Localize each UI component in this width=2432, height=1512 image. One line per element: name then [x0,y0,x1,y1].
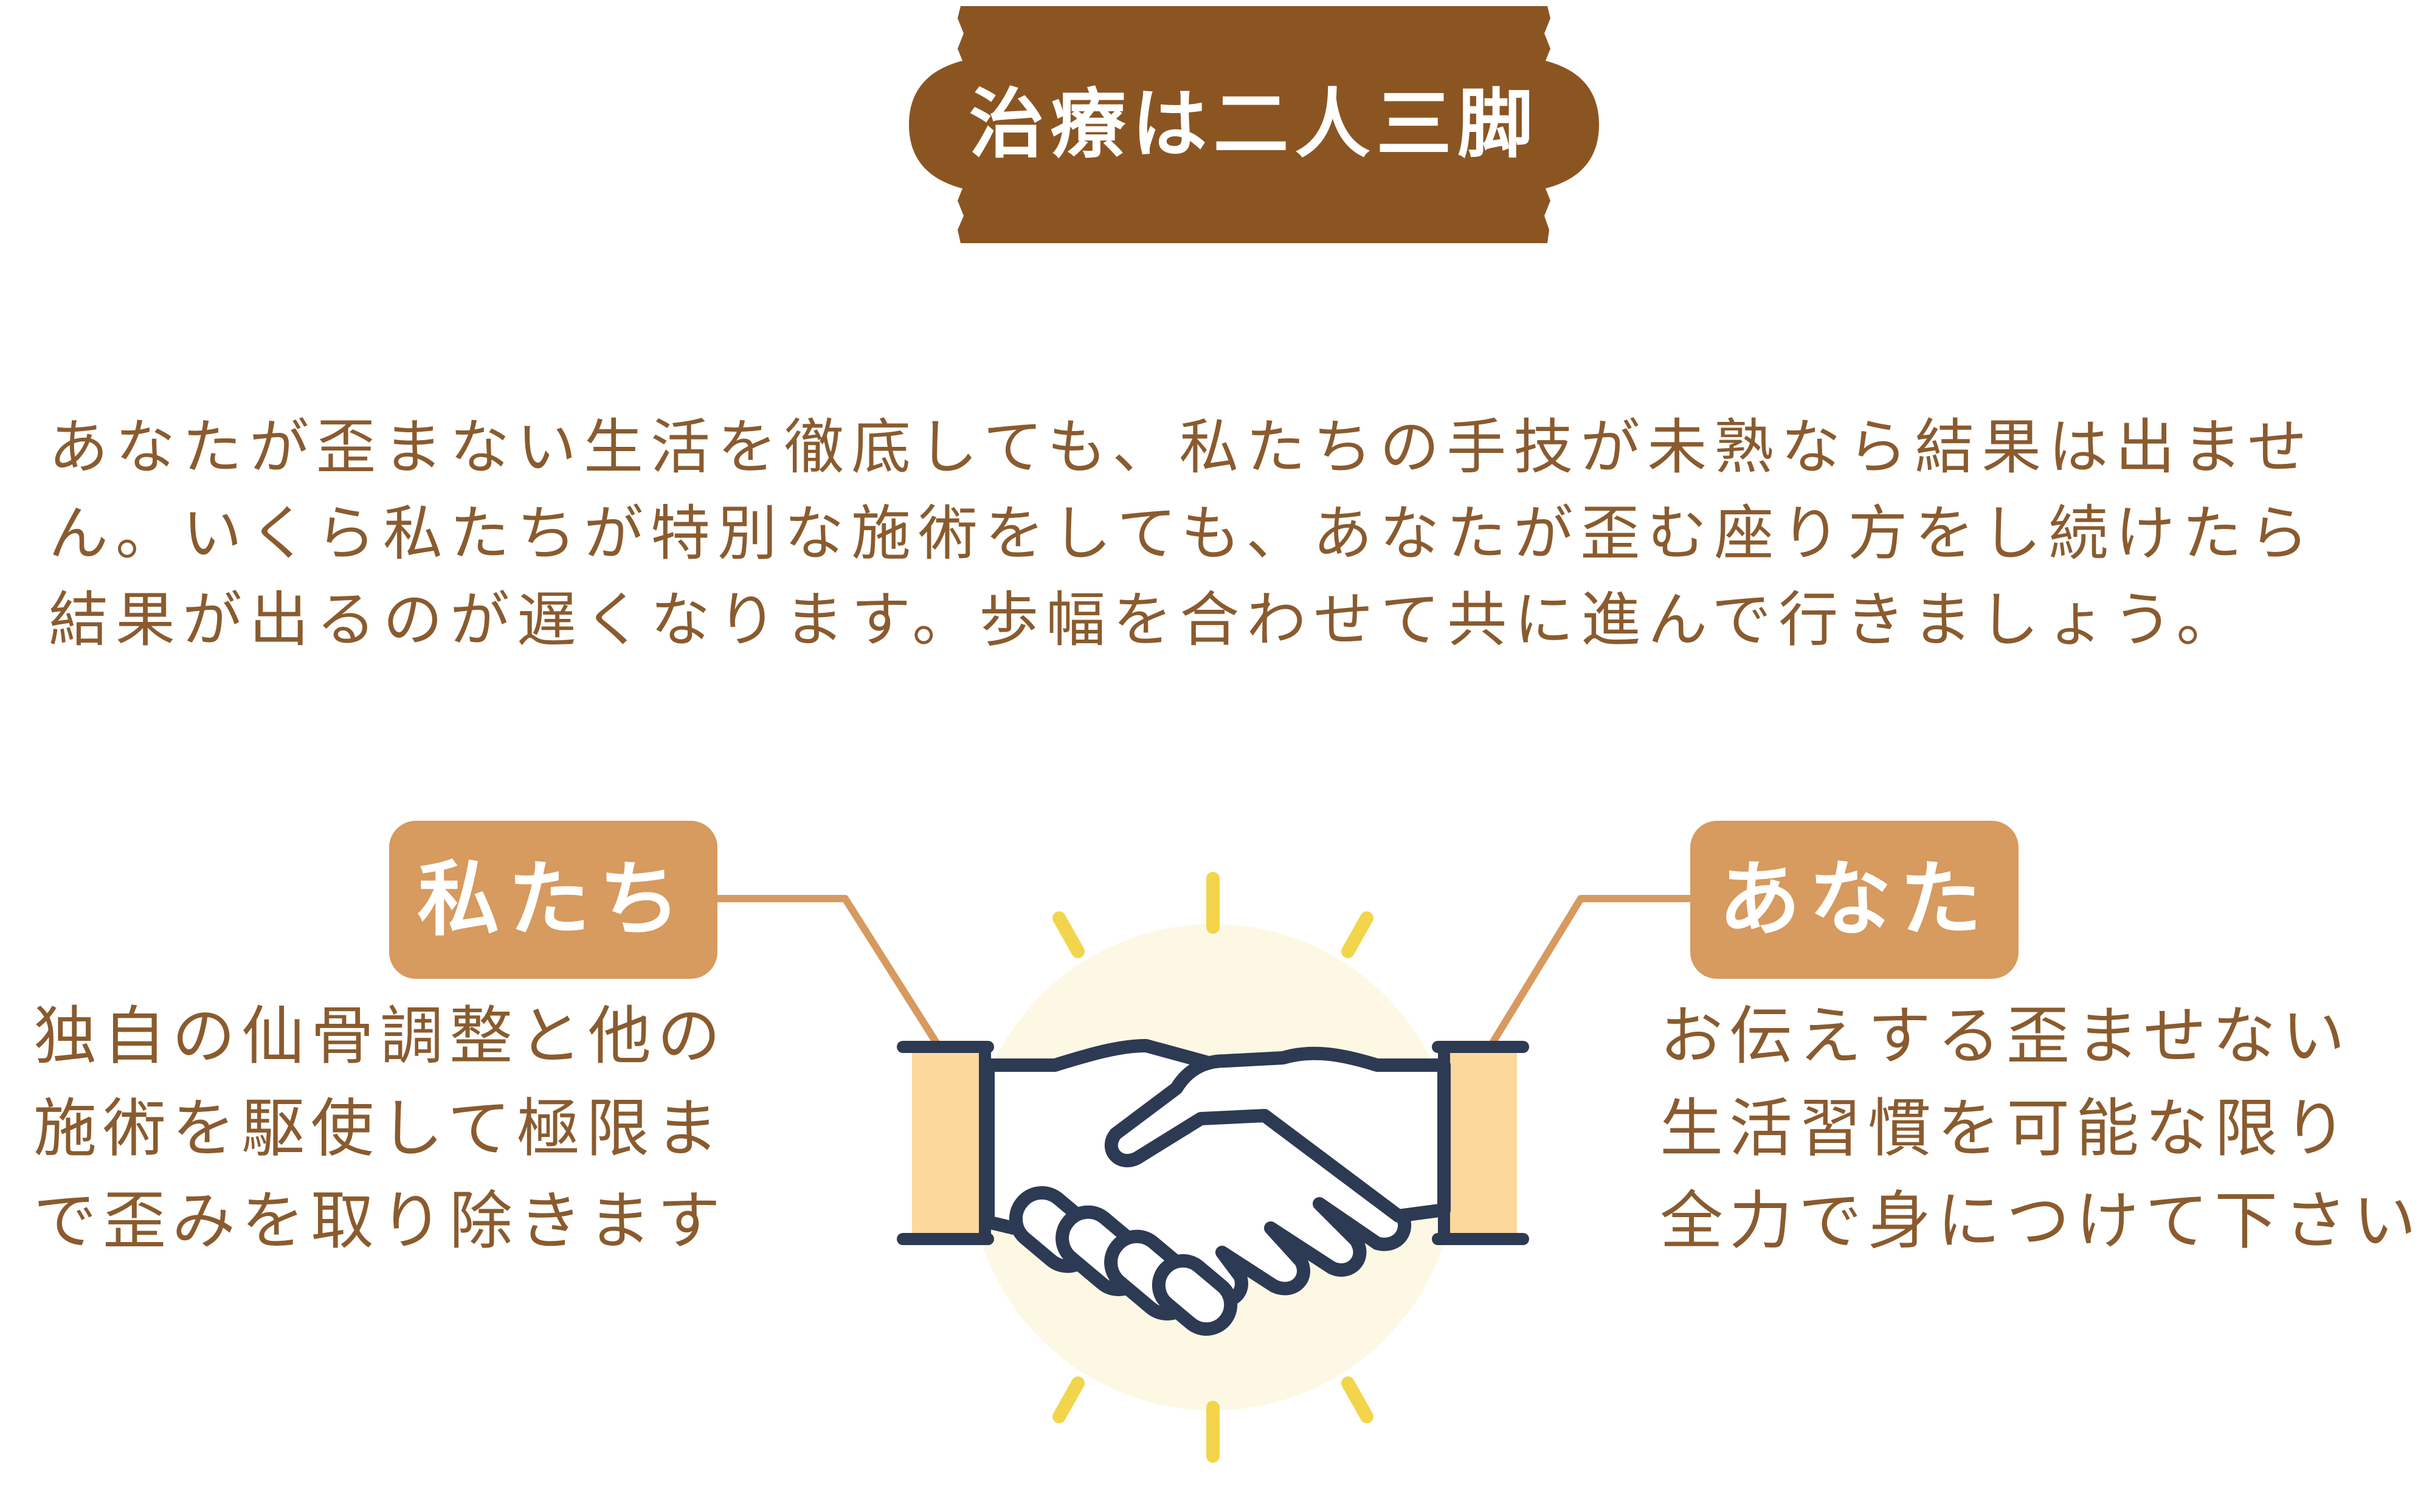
hands-outline [981,1039,1451,1336]
right-description-line: 生活習慣を可能な限り [1660,1091,2354,1165]
intro-line: ん。いくら私たちが特別な施術をしても、あなたが歪む座り方をし続けたら [49,499,2316,568]
left-description-line: で歪みを取り除きます [33,1184,727,1258]
right-description-line: お伝えする歪ませない [1660,999,2351,1073]
title-banner-shape [909,6,1599,243]
right-description: お伝えする歪ませない 生活習慣を可能な限り 全力で身につけて下さい [1660,990,2420,1267]
connector-line-left [717,895,940,1045]
label-watashitachi: 私たち [389,821,717,979]
left-description: 独自の仙骨調整と他の 施術を駆使して極限ま で歪みを取り除きます [33,990,775,1267]
label-anata: あなた [1690,821,2019,979]
right-description-line: 全力で身につけて下さい [1660,1184,2423,1258]
connector-line-right [1489,895,1690,1045]
intro-paragraph: あなたが歪まない生活を徹底しても、私たちの手技が未熟なら結果は出ませ ん。いくら… [49,404,2408,663]
intro-line: 結果が出るのが遅くなります。歩幅を合わせて共に進んで行きましょう。 [49,585,2244,655]
left-cuff [897,1041,994,1245]
title-banner: 治療は二人三脚 [900,0,1608,249]
intro-line: あなたが歪まない生活を徹底しても、私たちの手技が未熟なら結果は出ませ [49,413,2315,482]
left-description-line: 独自の仙骨調整と他の [33,999,727,1073]
left-description-line: 施術を駆使して極限ま [33,1091,725,1165]
page-title: 治療は二人三脚 [969,81,1539,168]
light-rays [1052,872,1373,1463]
